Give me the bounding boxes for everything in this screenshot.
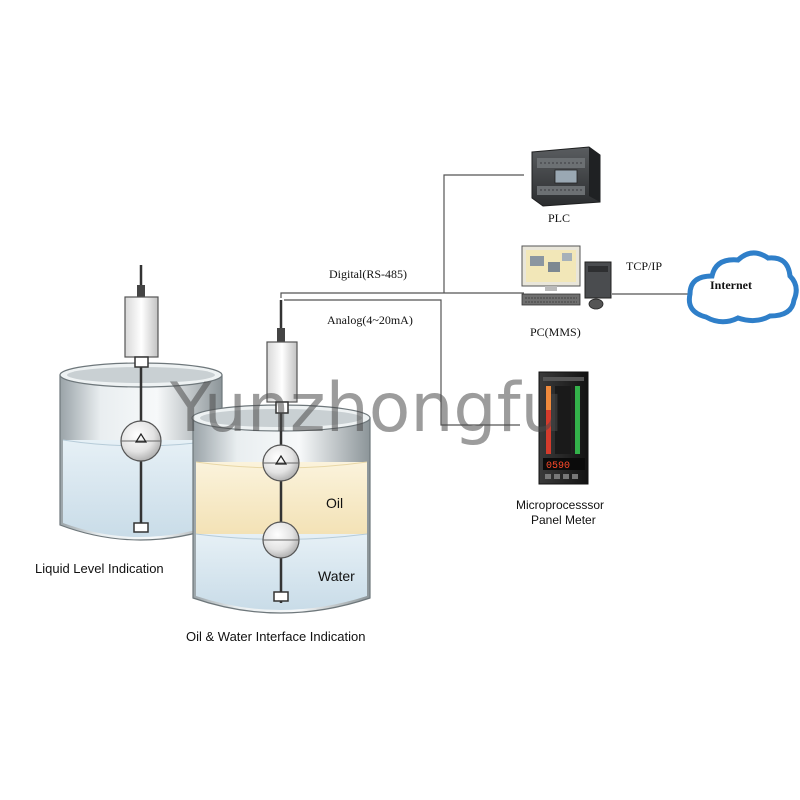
plc-label: PLC <box>548 211 570 225</box>
oil-float-marker-icon <box>274 454 288 465</box>
meter-display: 0590 <box>546 461 570 472</box>
pc-workstation-icon <box>521 245 612 310</box>
internet-label: Internet <box>710 278 752 292</box>
left-probe-head <box>124 296 159 358</box>
right-interface-probe <box>262 300 300 603</box>
analog-signal-label: Analog(4~20mA) <box>327 313 413 327</box>
plc-device-icon <box>531 146 601 207</box>
water-label: Water <box>318 568 355 584</box>
watermark: Yunzhongfu <box>169 369 564 448</box>
analog-wire <box>284 299 520 426</box>
plc-branch-wire <box>443 174 524 293</box>
right-tank-caption: Oil & Water Interface Indication <box>186 629 365 644</box>
tcp-ip-label: TCP/IP <box>626 259 662 273</box>
digital-rs485-wire <box>280 292 524 298</box>
oil-label: Oil <box>326 495 343 511</box>
pc-mouse <box>588 298 604 310</box>
pc-keyboard <box>521 293 581 306</box>
meter-bar-red <box>546 386 551 454</box>
left-tank-caption: Liquid Level Indication <box>35 561 164 576</box>
signal-wiring <box>280 174 690 426</box>
right-probe-head <box>266 341 298 403</box>
left-float-marker-icon <box>134 432 148 443</box>
left-level-probe <box>120 265 162 533</box>
panel-meter-icon: 0590 <box>538 371 589 485</box>
meter-bar-green <box>575 386 580 454</box>
internet-cloud-icon <box>686 250 799 325</box>
digital-signal-label: Digital(RS-485) <box>329 267 407 281</box>
pc-label: PC(MMS) <box>530 325 581 339</box>
meter-label-line2: Panel Meter <box>531 513 596 527</box>
meter-label-line1: Microprocesssor <box>516 498 604 512</box>
